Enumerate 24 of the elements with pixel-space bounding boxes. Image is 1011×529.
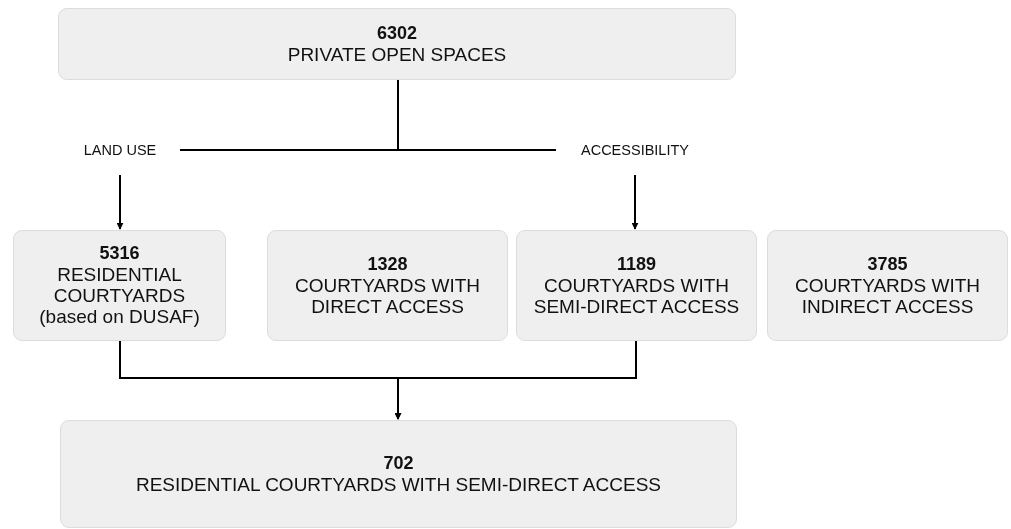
arrow: [394, 340, 637, 420]
category-label: COURTYARDS WITH SEMI-DIRECT ACCESS: [532, 274, 741, 318]
category-label: PRIVATE OPEN SPACES: [287, 43, 507, 65]
count-number: 1328: [367, 253, 408, 275]
category-box: [767, 230, 1008, 341]
category-box: [58, 8, 736, 80]
count-number: 702: [383, 453, 414, 474]
category-box: [516, 230, 757, 341]
branch-label: ACCESSIBILITY: [581, 141, 689, 159]
count-number: 6302: [376, 23, 417, 44]
count-number: 5316: [99, 243, 140, 264]
category-box: [267, 230, 508, 341]
category-label: COURTYARDS WITH DIRECT ACCESS: [293, 274, 482, 318]
category-label: RESIDENTIAL COURTYARDS WITH SEMI-DIRECT ACCESS: [135, 473, 661, 495]
arrow: [631, 174, 639, 230]
category-box: [13, 230, 226, 341]
count-number: 1189: [616, 253, 657, 275]
category-label: COURTYARDS WITH INDIRECT ACCESS: [793, 274, 982, 318]
count-number: 3785: [867, 253, 908, 275]
arrow: [116, 174, 124, 230]
connector-line: [397, 79, 557, 151]
category-label: RESIDENTIAL COURTYARDS (based on DUSAF): [38, 263, 201, 328]
branch-label: LAND USE: [83, 141, 157, 159]
result-box: [60, 420, 737, 528]
